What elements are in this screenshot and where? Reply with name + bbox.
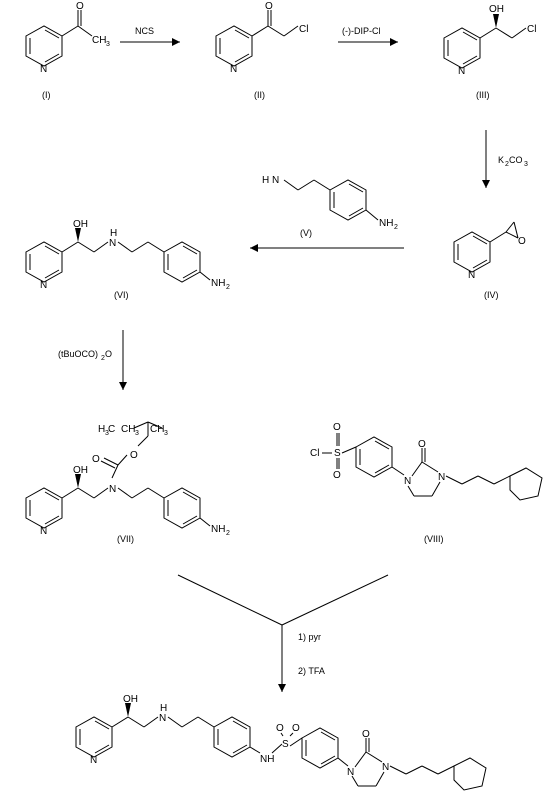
atom-O: O	[362, 729, 370, 740]
atom-O: O	[276, 723, 284, 734]
atom-NH2: NH	[211, 524, 225, 535]
atom-N: N	[109, 484, 116, 495]
atom-O: O	[333, 470, 341, 481]
atom-H: H	[160, 703, 167, 714]
atom-N: N	[458, 66, 465, 77]
reagent-boc: (tBuOCO)	[58, 349, 98, 359]
compound-V: H N NH 2 (V)	[262, 175, 398, 238]
compound-I: N O CH 3 (I)	[25, 1, 110, 100]
reagent-co-sub: 3	[524, 161, 528, 168]
arrow-III-IV: K 2 CO 3	[482, 130, 528, 188]
atom-N: N	[109, 238, 116, 249]
atom-sub: 3	[164, 430, 168, 437]
compound-IV: O N (IV)	[453, 221, 526, 300]
atom-OH: OH	[73, 219, 88, 230]
atom-NH2: NH	[379, 218, 393, 229]
atom-N: N	[438, 472, 445, 483]
atom-O: O	[92, 454, 100, 465]
atom-O: O	[130, 450, 138, 461]
atom-sub: 2	[394, 224, 398, 231]
compound-label-VII: (VII)	[117, 534, 134, 544]
atom-OH: OH	[489, 4, 504, 15]
atom-Cl: Cl	[527, 24, 536, 35]
compound-final: NH S O O N O N N OH H N	[75, 694, 487, 791]
atom-OH: OH	[73, 465, 88, 476]
atom-S: S	[334, 448, 341, 459]
atom-CH: CH	[150, 424, 164, 435]
atom-sub: 3	[106, 41, 110, 48]
arrow-IV-VI	[250, 244, 404, 252]
atom-Cl: Cl	[310, 448, 319, 459]
atom-O: O	[292, 723, 300, 734]
atom-CH: CH	[121, 424, 135, 435]
reagent-ncs: NCS	[135, 26, 154, 36]
atom-N: N	[230, 64, 237, 75]
atom-N: N	[40, 64, 47, 75]
compound-VI: N OH H N NH 2 (VI)	[25, 219, 230, 300]
atom-N: N	[40, 280, 47, 291]
atom-N: N	[382, 762, 389, 773]
atom-sub: 2	[226, 284, 230, 291]
compound-label-VI: (VI)	[114, 290, 129, 300]
compound-label-VIII: (VIII)	[424, 534, 444, 544]
atom-O: O	[76, 1, 84, 12]
compound-III: N OH Cl (III)	[443, 4, 536, 100]
atom-NH: NH	[260, 754, 274, 765]
atom-N: N	[347, 767, 354, 778]
atom-H: H	[110, 228, 117, 239]
compound-label-II: (II)	[254, 90, 265, 100]
reagent-boc-sub: 2	[101, 355, 105, 362]
reagent-k-sub: 2	[505, 161, 509, 168]
compound-VIII: O Cl S O N O N (VIII)	[310, 422, 543, 544]
atom-H2N: H N	[262, 175, 279, 186]
atom-S: S	[282, 739, 289, 750]
reagent-dipcl: (-)-DIP-Cl	[342, 26, 381, 36]
compound-label-IV: (IV)	[484, 290, 499, 300]
reagent-pyr: 1) pyr	[298, 632, 321, 642]
atom-H3C: H C	[98, 424, 115, 435]
atom-O: O	[265, 1, 273, 12]
atom-O: O	[418, 439, 426, 450]
atom-N: N	[40, 526, 47, 537]
arrow-I-II: NCS	[120, 26, 180, 46]
compound-label-III: (III)	[476, 90, 490, 100]
reagent-tfa: 2) TFA	[298, 666, 325, 676]
reagent-boc-o: O	[105, 349, 112, 359]
compound-VII: H C 3 CH 3 CH 3 O O N OH N NH 2 (VII)	[25, 421, 230, 544]
reagent-k: K	[498, 155, 504, 165]
atom-sub: 3	[135, 430, 139, 437]
atom-sub: 2	[226, 530, 230, 537]
compound-label-V: (V)	[300, 228, 312, 238]
compound-II: N O Cl (II)	[215, 1, 308, 100]
compound-label-I: (I)	[42, 90, 51, 100]
atom-sub: 3	[105, 430, 109, 437]
arrow-VI-VII: (tBuOCO) 2 O	[58, 330, 127, 390]
atom-N: N	[404, 476, 411, 487]
arrow-convergent: 1) pyr 2) TFA	[177, 574, 389, 692]
atom-CH: CH	[92, 35, 106, 46]
atom-O: O	[333, 422, 341, 433]
atom-O: O	[518, 236, 526, 247]
atom-Cl: Cl	[299, 24, 308, 35]
atom-N: N	[90, 755, 97, 766]
atom-N: N	[159, 713, 166, 724]
atom-N: N	[468, 270, 475, 281]
reagent-co: CO	[509, 155, 523, 165]
atom-OH: OH	[123, 694, 138, 705]
atom-NH2: NH	[211, 278, 225, 289]
arrow-II-III: (-)-DIP-Cl	[338, 26, 398, 46]
